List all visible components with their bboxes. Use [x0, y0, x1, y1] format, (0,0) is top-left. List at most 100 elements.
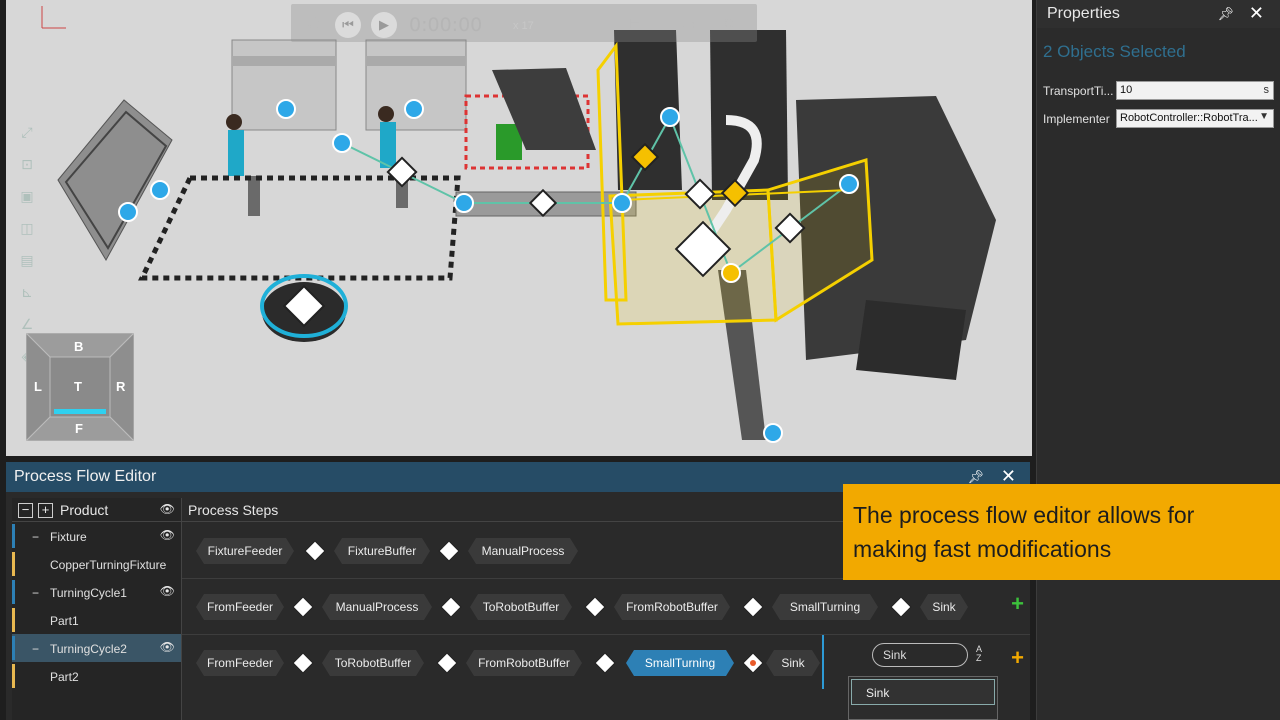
- box-view-icon[interactable]: ◫: [20, 220, 34, 236]
- export-pdf-icon[interactable]: ⎙: [683, 15, 695, 31]
- insert-cursor: [822, 635, 824, 689]
- property-row-implementer: Implementer RobotController::RobotTra...…: [1037, 108, 1280, 130]
- transport-conveyor-icon[interactable]: [584, 596, 606, 618]
- speed-slider-icon[interactable]: ⊢—: [629, 15, 656, 31]
- speed-readout: x 17: [513, 20, 534, 32]
- step-chip-manual-process[interactable]: ManualProcess: [322, 594, 432, 620]
- playback-toolbar: ⚙ ⏮ ▶ 0:00:00 x 17 ⊢— ⎙ ▭ ⍉: [291, 4, 757, 42]
- expand-all-button[interactable]: +: [38, 503, 53, 518]
- tree-group-turning-cycle-2[interactable]: − TurningCycle2 👁︎: [12, 634, 181, 662]
- navcube-left[interactable]: L: [34, 379, 42, 394]
- flow-row-fixture: FixtureFeeder FixtureBuffer ManualProces…: [182, 523, 1030, 579]
- navcube-right[interactable]: R: [116, 379, 126, 394]
- 3d-viewport[interactable]: ⚙ ⏮ ▶ 0:00:00 x 17 ⊢— ⎙ ▭ ⍉ ⤢ ⊡ ▣ ◫ ▤ ⊾ …: [6, 0, 1032, 456]
- process-steps-header: Process Steps: [182, 498, 1030, 522]
- product-header-label: Product: [60, 502, 109, 518]
- view-mode-icon[interactable]: ▣: [20, 188, 34, 204]
- add-step-plus-icon[interactable]: +: [1011, 645, 1024, 670]
- no-statistics-icon[interactable]: ⍉: [725, 15, 734, 31]
- tree-item-part1[interactable]: Part1: [12, 606, 181, 634]
- play-button[interactable]: ▶: [371, 12, 397, 38]
- step-chip-from-feeder[interactable]: FromFeeder: [196, 594, 284, 620]
- suggestion-item-sink[interactable]: Sink: [851, 679, 995, 705]
- collapse-icon[interactable]: −: [32, 586, 40, 600]
- chevron-down-icon[interactable]: ▼: [1259, 111, 1269, 122]
- property-row-transport-time: TransportTi... 10 s: [1037, 80, 1280, 102]
- tree-group-fixture[interactable]: − Fixture 👁︎: [12, 522, 181, 550]
- eye-icon[interactable]: 👁︎: [159, 640, 175, 654]
- step-chip-from-feeder[interactable]: FromFeeder: [196, 650, 284, 676]
- step-chip-sink[interactable]: Sink: [766, 650, 820, 676]
- step-chip-to-robot-buffer[interactable]: ToRobotBuffer: [470, 594, 572, 620]
- collapse-icon[interactable]: −: [32, 642, 40, 656]
- tree-label: TurningCycle2: [50, 642, 127, 656]
- callout-line-2: making fast modifications: [853, 536, 1112, 562]
- tree-label: Part1: [50, 614, 79, 628]
- implementer-select[interactable]: RobotController::RobotTra... ▼: [1116, 109, 1274, 128]
- navigation-cube[interactable]: B L T R F: [24, 331, 136, 443]
- transport-human-icon[interactable]: [438, 540, 460, 562]
- selection-mode-icon[interactable]: ▤: [20, 252, 34, 268]
- factory-scene: [6, 0, 1032, 456]
- collapse-all-button[interactable]: −: [18, 503, 33, 518]
- transport-robot-icon[interactable]: [742, 596, 764, 618]
- transport-placeholder-icon[interactable]: [742, 652, 764, 674]
- properties-title: Properties: [1047, 5, 1120, 22]
- transport-time-input[interactable]: 10 s: [1116, 81, 1274, 100]
- process-flow-editor-title-bar: Process Flow Editor 📌︎ ✕: [6, 462, 1030, 492]
- flow-row-turning-cycle-2: FromFeeder ToRobotBuffer FromRobotBuffer…: [182, 635, 1030, 691]
- fit-view-icon[interactable]: ⤢: [21, 124, 33, 140]
- tree-group-turning-cycle-1[interactable]: − TurningCycle1 👁︎: [12, 578, 181, 606]
- transport-robot-icon[interactable]: [890, 596, 912, 618]
- tree-label: TurningCycle1: [50, 586, 127, 600]
- step-chip-to-robot-buffer[interactable]: ToRobotBuffer: [322, 650, 424, 676]
- transport-robot-icon[interactable]: [304, 540, 326, 562]
- navcube-top[interactable]: T: [74, 379, 82, 394]
- transport-human-icon[interactable]: [292, 652, 314, 674]
- transport-human-icon[interactable]: [440, 596, 462, 618]
- step-chip-manual-process[interactable]: ManualProcess: [468, 538, 578, 564]
- rewind-button[interactable]: ⏮: [335, 12, 361, 38]
- implementer-value: RobotController::RobotTra...: [1120, 112, 1258, 124]
- step-chip-from-robot-buffer[interactable]: FromRobotBuffer: [614, 594, 730, 620]
- transport-conveyor-icon[interactable]: [436, 652, 458, 674]
- tree-item-copper-turning-fixture[interactable]: CopperTurningFixture: [12, 550, 181, 578]
- measure-icon[interactable]: ∠: [20, 316, 34, 332]
- step-chip-fixture-feeder[interactable]: FixtureFeeder: [196, 538, 294, 564]
- product-header: − + Product 👁︎: [12, 498, 181, 522]
- step-chip-fixture-buffer[interactable]: FixtureBuffer: [334, 538, 430, 564]
- add-step-plus-icon[interactable]: +: [1011, 591, 1024, 616]
- pin-icon[interactable]: 📌︎: [1217, 6, 1234, 21]
- product-panel: − + Product 👁︎ − Fixture 👁︎ CopperTurnin…: [12, 498, 182, 720]
- close-icon[interactable]: ✕: [1000, 466, 1016, 486]
- transport-human-icon[interactable]: [292, 596, 314, 618]
- step-suggestion-list: Sink: [848, 676, 998, 720]
- eye-icon[interactable]: 👁︎: [159, 502, 175, 516]
- tree-item-part2[interactable]: Part2: [12, 662, 181, 690]
- step-chip-sink[interactable]: Sink: [920, 594, 968, 620]
- step-chip-small-turning-selected[interactable]: SmallTurning: [626, 650, 734, 676]
- step-search-input[interactable]: Sink: [872, 643, 968, 667]
- navcube-back[interactable]: B: [74, 339, 84, 354]
- pin-icon[interactable]: 📌︎: [967, 469, 984, 484]
- eye-icon[interactable]: 👁︎: [159, 584, 175, 598]
- step-chip-from-robot-buffer[interactable]: FromRobotBuffer: [466, 650, 582, 676]
- axis-snap-icon[interactable]: ⊾: [21, 284, 33, 300]
- settings-gear-icon[interactable]: ⚙: [305, 13, 322, 33]
- step-chip-small-turning[interactable]: SmallTurning: [772, 594, 878, 620]
- tree-label: CopperTurningFixture: [50, 558, 167, 572]
- collapse-icon[interactable]: −: [32, 530, 40, 544]
- close-icon[interactable]: ✕: [1248, 3, 1264, 23]
- record-video-icon[interactable]: ▭: [703, 15, 717, 31]
- property-label: Implementer: [1043, 112, 1110, 126]
- eye-icon[interactable]: 👁︎: [159, 528, 175, 542]
- flow-row-turning-cycle-1: FromFeeder ManualProcess ToRobotBuffer F…: [182, 579, 1030, 635]
- tree-label: Fixture: [50, 530, 87, 544]
- selection-summary: 2 Objects Selected: [1043, 42, 1186, 61]
- transport-time-unit: s: [1263, 84, 1270, 96]
- navcube-front[interactable]: F: [75, 421, 83, 436]
- transport-robot-icon[interactable]: [594, 652, 616, 674]
- fill-view-icon[interactable]: ⊡: [21, 156, 33, 172]
